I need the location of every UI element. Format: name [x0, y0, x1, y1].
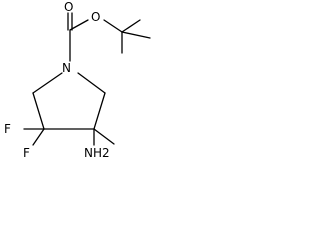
bond-tbu-methyl-right — [121, 31, 151, 39]
bond-c2-c3 — [32, 92, 45, 130]
molecule-structure: O O N F F NH2 — [4, 0, 151, 160]
atom-o-carbonyl: O — [64, 0, 73, 14]
atom-f-bottom: F — [23, 146, 30, 160]
bond-n-c2 — [32, 72, 63, 94]
bond-c4-c5 — [93, 92, 106, 130]
bond-carbonyl-ester — [69, 19, 89, 31]
bond-c5-n — [77, 72, 106, 94]
bond-tbu-methyl-top — [121, 19, 141, 33]
atom-nh2: NH2 — [84, 146, 110, 160]
atom-o-ester: O — [91, 10, 100, 24]
bond-c3-f-bottom — [32, 128, 45, 146]
atom-nh2-text: NH2 — [84, 146, 110, 160]
bond-ester-tbu — [103, 19, 123, 33]
atom-f-top: F — [4, 122, 11, 136]
bond-c4-methyl — [93, 128, 115, 145]
atom-n-ring: N — [62, 61, 71, 75]
